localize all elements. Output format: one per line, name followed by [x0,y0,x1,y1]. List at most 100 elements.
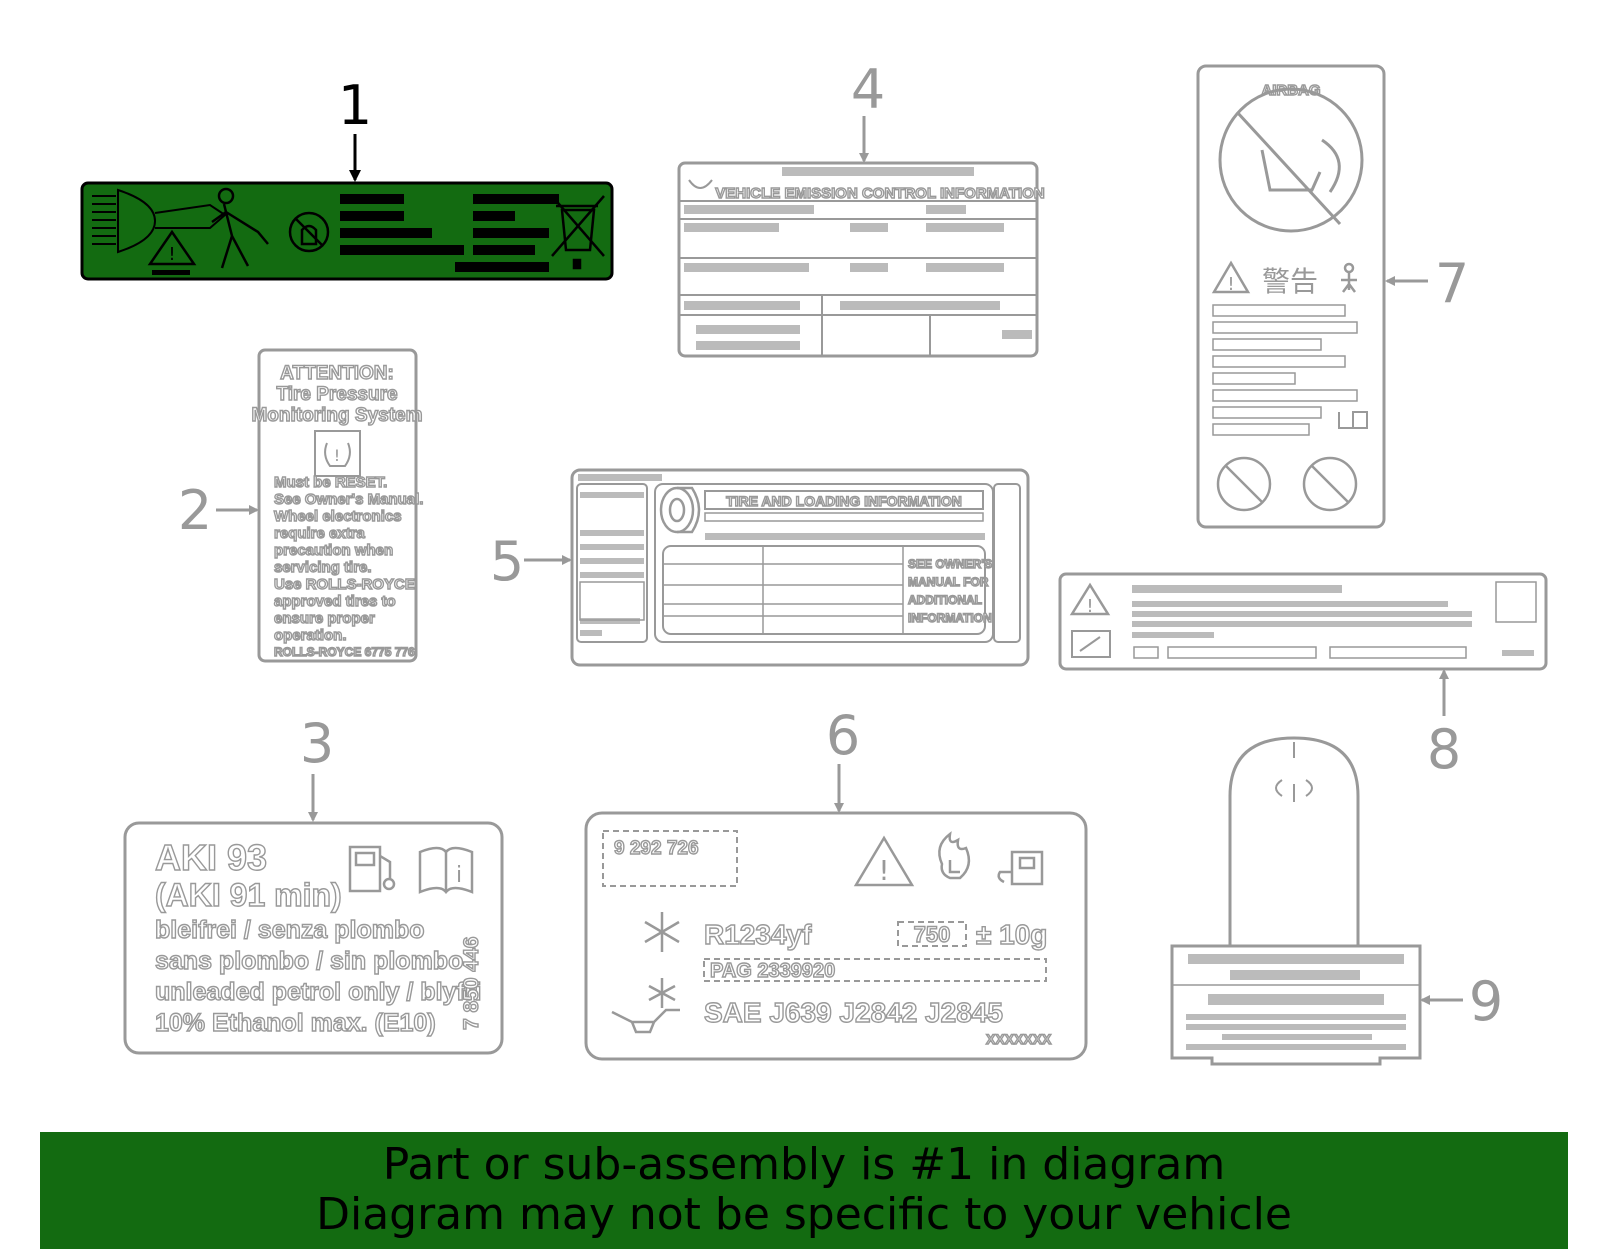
footer-line-1: Part or sub-assembly is #1 in diagram [382,1139,1226,1190]
no-child-seat-icon-right [1302,456,1358,512]
label-3-fuel[interactable]: AKI 93 (AKI 91 min) bleifrei / senza plo… [123,821,504,1055]
fuel-line-2: (AKI 91 min) [155,877,342,913]
strip-text-bars [1132,585,1534,656]
callout-number-4: 4 [851,58,885,121]
refrigerant-code: XXXXXXX [986,1031,1052,1047]
tpms-body-10: operation. [274,627,347,644]
tpms-body-1: Must be RESET. [274,474,387,491]
text-placeholder-bars [340,194,559,272]
label-8-info-strip[interactable]: ! [1058,572,1548,671]
oil-can-snowflake-icon [611,978,680,1034]
callout-5: 5 [490,530,572,593]
refrigerant-standards: SAE J639 J2842 J2845 [704,997,1003,1028]
footer-line-2: Diagram may not be specific to your vehi… [316,1189,1292,1240]
warning-triangle-icon: ! [853,835,915,887]
fuel-line-4: sans plombo / sin plombo [155,947,463,975]
callout-number-5: 5 [490,530,524,593]
tpms-line-1: ATTENTION: [280,363,394,384]
tire-pressure-icon: ! [314,430,361,477]
no-rear-facing-child-seat-icon [1218,87,1364,233]
callout-number-7: 7 [1435,252,1469,315]
snowflake-icon [644,912,680,952]
label-1-warning-sticker[interactable]: ! [80,181,614,281]
callout-number-2: 2 [178,479,212,542]
flammable-hand-icon [938,831,971,880]
tire-side-note-3: ADDITIONAL [908,593,982,607]
callout-1: 1 [338,74,372,182]
no-disposal-bin-icon [551,195,605,270]
airbag-text-boxes [1212,304,1358,436]
tpms-body-8: approved tires to [274,593,396,610]
manual-book-icon [1338,411,1368,429]
tpms-body-9: ensure proper [274,610,375,627]
tpms-body-6: servicing tire. [274,559,372,576]
refrigerant-oil: PAG 2339920 [710,960,835,982]
callout-9: 9 [1420,970,1503,1033]
fuel-line-3: bleifrei / senza plombo [155,916,425,944]
service-machine-icon [997,850,1044,886]
tire-loading-title: TIRE AND LOADING INFORMATION [726,493,962,509]
emission-text-bars [684,205,1032,350]
svg-text:!: ! [334,446,340,465]
service-manual-icon [1071,630,1111,658]
warning-triangle-icon: ! [1069,582,1111,617]
headlamp-icon [92,188,227,254]
callout-number-8: 8 [1427,718,1461,781]
svg-text:i: i [456,863,462,888]
tire-side-bars [578,474,662,636]
tire-side-note-4: INFORMATION [908,611,992,625]
callout-number-1: 1 [338,74,372,137]
svg-text:!: ! [1086,596,1093,617]
callout-number-9: 9 [1469,970,1503,1033]
tag-text-bars [1186,954,1406,1050]
tpms-part-number: ROLLS-ROYCE 6775 776 [274,645,415,659]
tpms-line-3: Monitoring System [251,405,422,426]
airbag-warning-chars: 警告 [1262,265,1318,298]
svg-text:!: ! [878,854,889,887]
callout-3: 3 [300,712,334,822]
fuel-part-number: 7 850 446 [460,937,483,1030]
hang-hole-icon [1275,742,1313,802]
label-6-refrigerant[interactable]: 9 292 726 ! R1234yf 750 ± 10g PAG 233992… [584,811,1088,1061]
refrigerant-part-number: 9 292 726 [614,838,699,859]
tpms-body-7: Use ROLLS-ROYCE [274,576,415,593]
tire-table-lines [663,546,904,634]
callout-number-6: 6 [826,704,860,767]
fuel-line-1: AKI 93 [155,837,267,878]
label-7-airbag[interactable]: AIRBAG ! 警告 [1196,64,1386,529]
callout-2: 2 [178,479,259,542]
diagram-footer-banner: Part or sub-assembly is #1 in diagram Di… [40,1132,1568,1249]
manual-book-icon: i [418,846,474,895]
child-figure-icon [1341,262,1357,293]
label-5-tire-loading[interactable]: TIRE AND LOADING INFORMATION SEE OWNER'S… [570,468,1030,667]
tire-side-note-1: SEE OWNER'S [908,557,992,571]
tpms-body-2: See Owner's Manual. [274,491,423,508]
refrigerant-amount: 750 [914,922,951,947]
callout-number-3: 3 [300,712,334,775]
fuel-line-5: unleaded petrol only / blyfri [155,978,481,1006]
tpms-body-5: precaution when [274,542,393,559]
label-2-tpms[interactable]: ATTENTION: Tire Pressure Monitoring Syst… [251,348,424,663]
warning-triangle-icon: ! [147,229,197,275]
fuel-pump-icon [348,845,396,893]
refrigerant-tolerance: ± 10g [976,919,1047,950]
label-4-emission[interactable]: VEHICLE EMISSION CONTROL INFORMATION [677,161,1045,358]
callout-4: 4 [851,58,885,163]
svg-text:!: ! [1227,274,1234,295]
emission-table-lines [679,200,1037,356]
tpms-body-4: require extra [274,525,366,542]
no-open-flame-icon [288,211,330,253]
tire-side-note-2: MANUAL FOR [908,575,989,589]
svg-text:!: ! [168,244,175,265]
emission-title: VEHICLE EMISSION CONTROL INFORMATION [715,185,1044,202]
strip-text-boxes [1133,581,1537,659]
label-9-tag[interactable] [1170,736,1422,1066]
tpms-line-2: Tire Pressure [276,384,397,405]
tpms-body-3: Wheel electronics [274,508,402,525]
tire-icon [659,486,701,534]
no-child-seat-icon-left [1216,456,1272,512]
refrigerant-type: R1234yf [704,919,812,950]
fuel-line-6: 10% Ethanol max. (E10) [155,1009,436,1037]
warning-triangle-icon: ! [1211,260,1251,295]
